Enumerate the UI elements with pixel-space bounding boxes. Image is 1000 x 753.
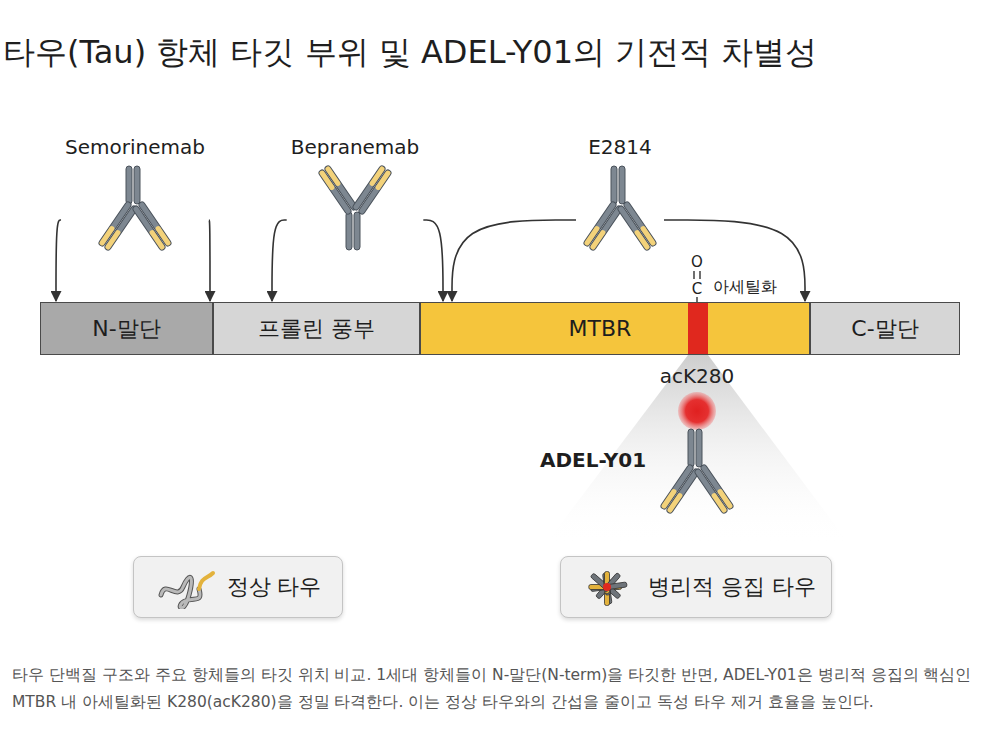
antibody-stem [688,429,694,467]
normal-tau-icon [155,565,217,609]
antibody-icon [657,426,737,516]
antibody-tip [322,173,332,187]
antibody-stem [126,166,132,204]
antibody-arm [136,209,152,233]
aggregate-tau-icon [576,565,638,609]
target-arrow [452,220,576,301]
domain-segment: 프롤린 풍부 [213,302,420,355]
antibody-tip [587,229,597,243]
atom-symbol: C [692,282,702,297]
antibody-tip [372,169,382,183]
tau-state-box: 병리적 응집 타우 [560,556,832,618]
antibody-arm [356,183,372,207]
antibody-tip [637,233,647,247]
antibody-icon [580,163,660,253]
c-term-fill [810,302,960,355]
node-label: 정상 타우 [227,572,322,602]
target-arrow [56,220,61,301]
title: 타우(Tau) 항체 타깃 부위 및 ADEL-Y01의 기전적 차별성 [3,36,817,68]
antibody-stem [611,166,617,204]
antibody: E2814 [576,135,664,253]
node-label: E2814 [588,135,652,159]
antibody-icon [95,163,175,253]
node-label: C-말단 [851,314,918,344]
antibody-arm [322,173,348,211]
antibody: ADEL-Y01 [540,428,740,508]
antibody-stem [619,166,625,204]
node-label: N-말단 [92,314,160,344]
target-arrow [209,220,210,301]
antibody-arm [621,209,647,247]
domain-segment: C-말단 [810,302,960,355]
mtbr-fill [420,302,810,355]
ack280-target [678,392,716,430]
node-label: 병리적 응집 타우 [648,572,816,602]
antibody-arm [674,468,690,492]
n-term-fill [40,302,213,355]
antibody-tip [714,496,724,510]
antibody-arm [136,209,162,247]
antibody-arm [664,468,690,506]
antibody-tip [152,233,162,247]
antibody-arm [698,472,714,496]
antibody-tip [664,492,674,506]
antibody-arm [102,205,128,243]
node-label: ADEL-Y01 [540,448,646,472]
antibody-stem [134,166,140,204]
domain-segment: MTBR [420,302,810,355]
k280-stripe [688,302,708,355]
proline-fill [213,302,420,355]
antibody-arm [356,169,382,207]
domain-segment: N-말단 [40,302,213,355]
antibody: Bepranemab [287,135,424,253]
antibody-stem [346,212,352,250]
antibody-arm [597,205,613,229]
target-arrow [664,220,805,301]
node-label: 프롤린 풍부 [258,314,375,344]
antibody-arm [698,472,724,510]
antibody-arm [621,209,637,233]
antibody-arm [112,205,128,229]
atom-symbol: O [691,255,703,270]
node-label: MTBR [569,316,632,341]
antibody-tip [102,229,112,243]
target-arrow [272,220,287,301]
antibody-arm [332,187,348,211]
caption: 타우 단백질 구조와 주요 항체들의 타깃 위치 비교. 1세대 항체들이 N-… [12,662,988,716]
target-arrow [423,220,443,301]
node-label: Bepranemab [291,135,420,159]
antibody-icon [315,163,395,253]
antibody-arm [587,205,613,243]
tau-state-box: 정상 타우 [133,556,343,618]
modification-label: 아세틸화 [713,279,777,295]
double-bond [693,271,694,279]
double-bond [699,271,700,279]
antibody-stem [696,429,702,467]
node-label: Semorinemab [65,135,205,159]
antibody: Semorinemab [61,135,209,253]
antibody-stem [354,212,360,250]
site-label: acK280 [660,366,735,386]
